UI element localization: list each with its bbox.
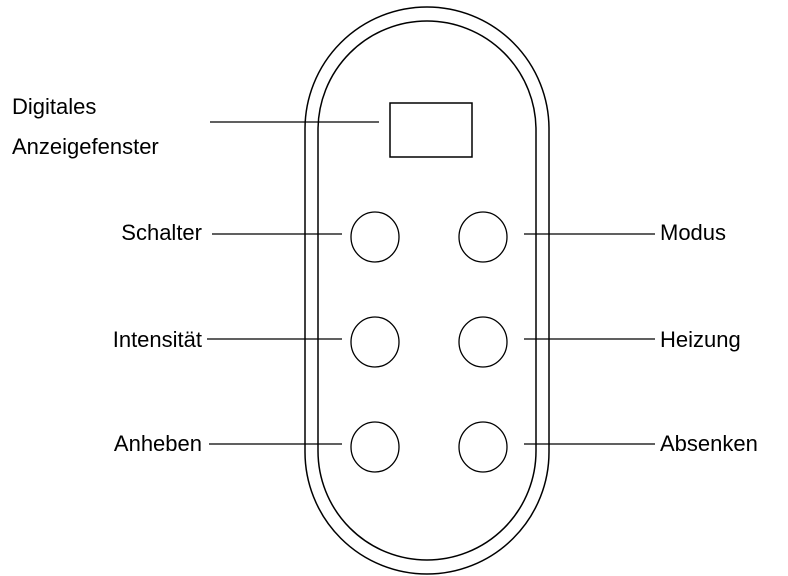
intensity-label: Intensität (113, 327, 202, 352)
intensity-button (350, 316, 400, 368)
raise-button (350, 421, 400, 473)
display-window (389, 102, 473, 158)
display-label-line2: Anzeigefenster (12, 134, 159, 159)
lower-label: Absenken (660, 431, 758, 456)
power-button (350, 211, 400, 263)
raise-label: Anheben (114, 431, 202, 456)
remote-inner-outline (317, 20, 537, 561)
power-label: Schalter (121, 220, 202, 245)
display-label-line1: Digitales (12, 94, 96, 119)
remote-outer-outline (304, 6, 550, 575)
heating-button (458, 316, 508, 368)
mode-label: Modus (660, 220, 726, 245)
heating-label: Heizung (660, 327, 741, 352)
lower-button (458, 421, 508, 473)
mode-button (458, 211, 508, 263)
